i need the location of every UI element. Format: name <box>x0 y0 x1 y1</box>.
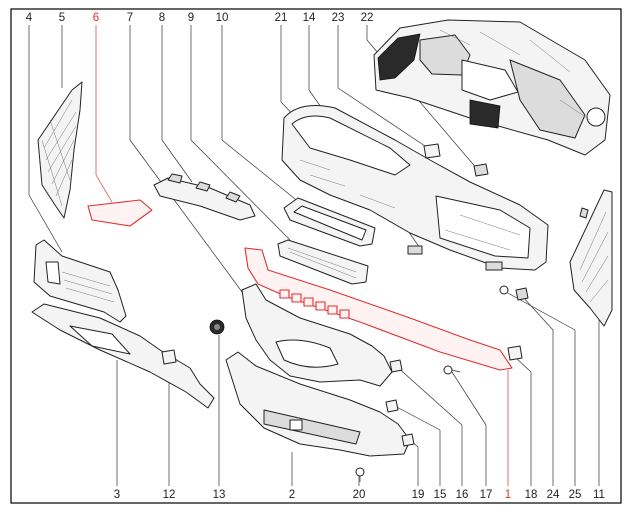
callout-15[interactable]: 15 <box>434 489 447 501</box>
callout-17[interactable]: 17 <box>480 489 493 501</box>
screw-20 <box>355 467 365 482</box>
callout-4[interactable]: 4 <box>26 12 33 24</box>
callout-16[interactable]: 16 <box>456 489 469 501</box>
callout-14[interactable]: 14 <box>303 12 316 24</box>
callout-8[interactable]: 8 <box>159 12 165 24</box>
clip-24 <box>515 287 529 301</box>
part-8-upper-trim-strip <box>153 173 256 221</box>
part-10-bezel <box>283 197 376 247</box>
callout-7[interactable]: 7 <box>127 12 133 24</box>
part-6-small-panel <box>87 199 153 227</box>
part-12-clip <box>161 349 177 365</box>
callout-2[interactable]: 2 <box>289 489 295 501</box>
part-5-left-end-cap <box>37 81 83 219</box>
nut-25 <box>499 285 509 295</box>
callout-21[interactable]: 21 <box>275 12 288 24</box>
part-1-trim-strip <box>244 247 513 371</box>
callout-22[interactable]: 22 <box>361 12 374 24</box>
part-13-knob <box>209 319 225 335</box>
callout-11[interactable]: 11 <box>593 489 605 501</box>
fastener-15 <box>385 399 399 413</box>
part-4-left-vent-panel <box>33 239 127 323</box>
callout-19[interactable]: 19 <box>412 489 425 501</box>
part-9-vent-insert <box>277 239 369 285</box>
part-23-clip <box>423 143 489 177</box>
callout-13[interactable]: 13 <box>213 489 226 501</box>
callout-9[interactable]: 9 <box>188 12 194 24</box>
part-7-center-console-upper <box>241 283 393 387</box>
part-22-dashboard-assembly <box>373 19 611 156</box>
screw-17 <box>443 365 461 375</box>
callout-1[interactable]: 1 <box>505 489 511 501</box>
callout-6[interactable]: 6 <box>93 12 99 24</box>
part-11-right-end-cap <box>569 189 613 327</box>
part-1-button-row <box>279 289 350 319</box>
part-21-carrier-frame <box>281 105 549 271</box>
diagram-frame <box>10 8 622 504</box>
callout-24[interactable]: 24 <box>547 489 560 501</box>
callout-5[interactable]: 5 <box>59 12 65 24</box>
callout-20[interactable]: 20 <box>353 489 366 501</box>
fastener-19 <box>401 433 415 447</box>
clip-18 <box>507 345 523 361</box>
callout-10[interactable]: 10 <box>216 12 229 24</box>
part-3-lower-left-panel <box>31 303 215 409</box>
callout-23[interactable]: 23 <box>332 12 345 24</box>
callout-18[interactable]: 18 <box>525 489 538 501</box>
callout-12[interactable]: 12 <box>163 489 176 501</box>
callout-3[interactable]: 3 <box>114 489 120 501</box>
callout-25[interactable]: 25 <box>569 489 582 501</box>
fastener-16 <box>389 359 403 373</box>
